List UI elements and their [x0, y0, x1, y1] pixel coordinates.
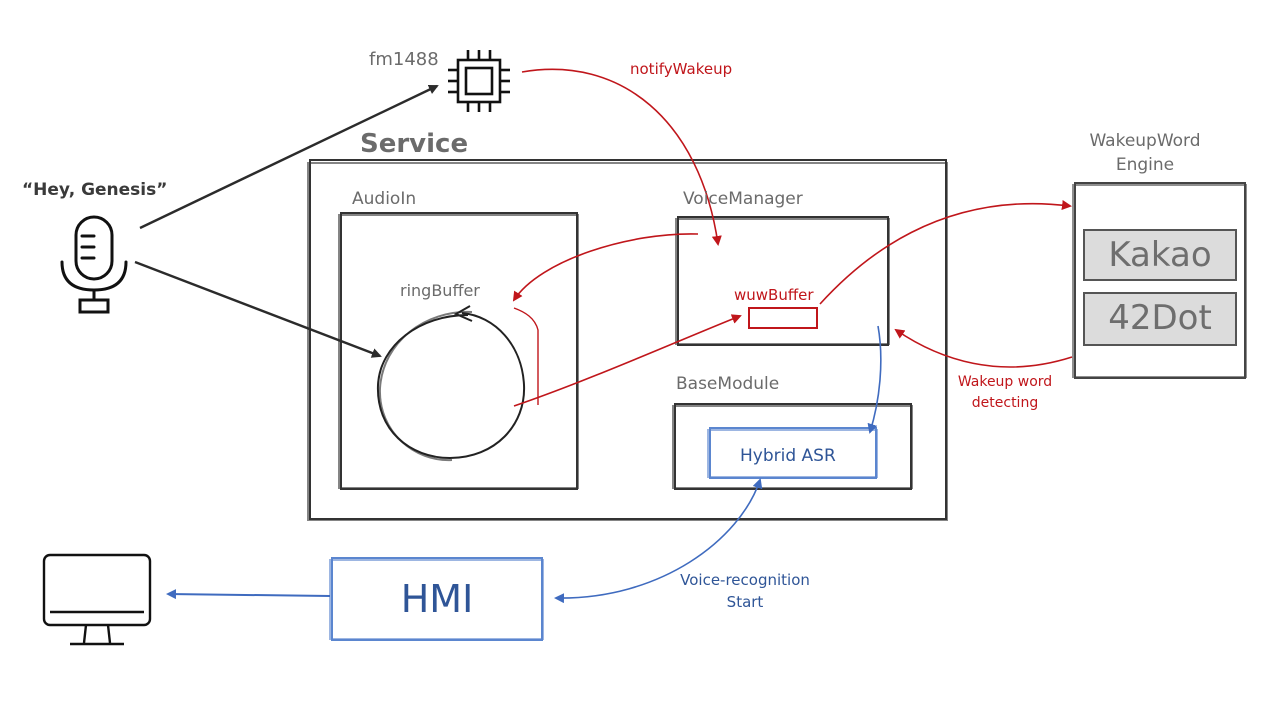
engine-item-42dot: 42Dot: [1108, 298, 1212, 338]
basemodule-title: BaseModule: [676, 374, 780, 394]
voicemanager-title: VoiceManager: [683, 189, 803, 209]
hmi-label: HMI: [400, 577, 474, 621]
audioin-box: [338, 212, 579, 490]
engine-box: [1072, 182, 1247, 379]
service-title: Service: [360, 129, 469, 159]
hmi-box: [329, 557, 544, 641]
voice-rec-line2: Start: [726, 593, 764, 611]
arrow-vm-to-ringbuffer: [512, 233, 699, 302]
arrow-hybrid-asr-to-hmi: [554, 478, 763, 604]
arrow-wuwbuffer-to-engine: [819, 200, 1072, 305]
ringbuffer-label: ringBuffer: [400, 281, 480, 300]
hybrid-asr-label: Hybrid ASR: [740, 446, 836, 466]
red-ringbuffer-tail: [513, 307, 539, 405]
wakeup-detect-line2: detecting: [971, 395, 1039, 411]
arrow-vm-to-hybrid-asr: [867, 325, 882, 434]
chip-icon: [448, 50, 510, 112]
engine-item-kakao-box: [1083, 229, 1237, 281]
engine-title-line2: Engine: [1115, 155, 1175, 175]
arrow-hmi-to-monitor: [166, 589, 331, 600]
voice-rec-line1: Voice-recognition: [680, 571, 810, 589]
wuwbuffer-box: [748, 307, 818, 329]
quote-text: “Hey, Genesis”: [22, 180, 168, 200]
monitor-icon: [42, 553, 152, 646]
arrow-mic-to-chip: [139, 84, 439, 230]
basemodule-box: [672, 403, 913, 490]
hybrid-asr-box: [707, 427, 878, 479]
arrow-ringbuffer-to-wuwbuffer: [513, 314, 742, 407]
chip-label: fm1488: [369, 49, 439, 70]
wuwbuffer-label: wuwBuffer: [734, 286, 814, 304]
engine-title-line1: WakeupWord: [1089, 131, 1201, 151]
voicemanager-box: [675, 216, 890, 346]
notify-wakeup-label: notifyWakeup: [630, 60, 733, 78]
engine-item-42dot-box: [1083, 292, 1237, 346]
arrow-mic-to-ringbuffer: [134, 260, 382, 358]
engine-item-kakao: Kakao: [1108, 235, 1212, 275]
arrow-notify-wakeup: [521, 68, 722, 246]
ring-buffer-arrowhead: [453, 305, 473, 322]
arrow-engine-to-vm: [894, 328, 1073, 368]
wakeup-detect-line1: Wakeup word: [957, 374, 1053, 390]
ring-buffer-circle: [376, 310, 526, 462]
microphone-icon: [60, 215, 128, 314]
audioin-title: AudioIn: [352, 189, 417, 209]
